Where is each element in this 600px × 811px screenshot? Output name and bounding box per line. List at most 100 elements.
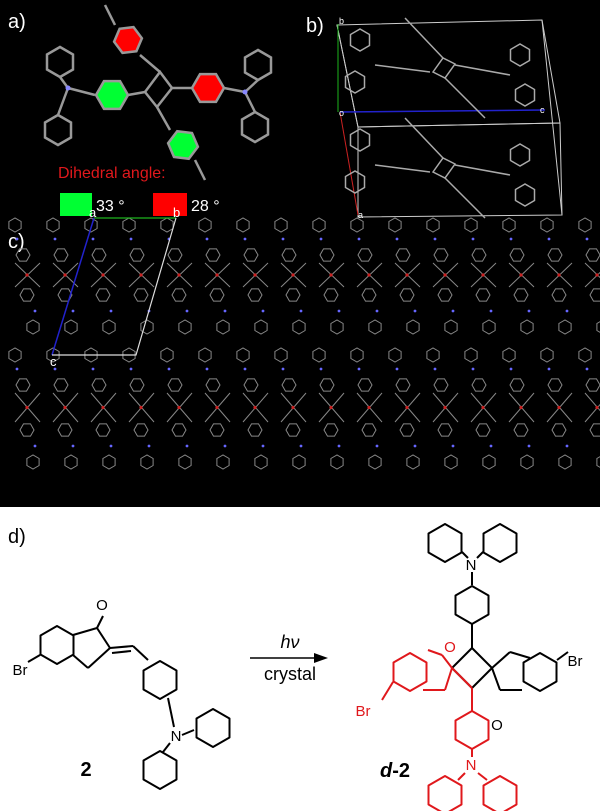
- indanone-bond: [404, 117, 444, 159]
- phenyl-ring: [502, 347, 516, 363]
- phenyl-ring: [292, 319, 306, 335]
- nitrogen-atom: [395, 367, 399, 371]
- bond: [491, 667, 501, 691]
- legend-value-green: 33 °: [96, 198, 125, 215]
- oxygen-atom: [405, 273, 409, 277]
- nitrogen-atom: [433, 237, 437, 241]
- phenyl-ring: [349, 28, 371, 52]
- phenylene-ring: [142, 660, 178, 700]
- phenyl-ring: [43, 113, 73, 147]
- nitrogen-atom: [375, 444, 379, 448]
- oxygen-atom: [25, 273, 29, 277]
- phenyl-ring: [46, 347, 60, 363]
- legend-swatch-red: [153, 193, 187, 216]
- bond: [244, 79, 259, 93]
- nitrogen-atom: [337, 309, 341, 313]
- aryl-ring: [19, 423, 35, 437]
- phenyl-ring: [502, 217, 516, 233]
- bond: [181, 729, 195, 736]
- aryl-ring: [551, 288, 567, 302]
- nitrogen-atom: [205, 237, 209, 241]
- phenyl-ring: [596, 456, 600, 468]
- product-nitrogen-top: N: [466, 557, 477, 574]
- bond: [127, 90, 146, 97]
- aryl-ring-green: [166, 129, 200, 161]
- aryl-bond: [454, 64, 511, 76]
- aryl-ring: [509, 248, 525, 262]
- aryl-ring: [91, 378, 107, 392]
- reactant-nitrogen: N: [171, 728, 182, 745]
- axis-label-c: c: [540, 105, 545, 115]
- a-axis-line: [339, 111, 359, 216]
- nitrogen-atom: [91, 237, 95, 241]
- condition-crystal: crystal: [264, 664, 316, 684]
- phenyl-ring: [198, 347, 212, 363]
- nitrogen-atom: [261, 309, 265, 313]
- phenyl-ring: [482, 454, 496, 470]
- phenyl-ring: [427, 523, 463, 563]
- bond: [441, 654, 453, 669]
- phenyl-ring: [312, 217, 326, 233]
- nitrogen-atom: [547, 367, 551, 371]
- nitrogen-atom: [547, 237, 551, 241]
- aryl-ring: [357, 248, 373, 262]
- oxygen-atom: [595, 273, 599, 277]
- phenyl-ring: [198, 217, 212, 233]
- aryl-ring: [53, 378, 69, 392]
- oxygen-atom: [253, 273, 257, 277]
- c-br-bond: [556, 651, 569, 661]
- cyclobutane: [431, 57, 457, 79]
- product-label-number: -2: [392, 760, 410, 782]
- aryl-bond: [374, 64, 431, 73]
- phenyl-ring: [178, 319, 192, 335]
- indanone-bond: [404, 17, 444, 59]
- aryl-ring: [167, 378, 183, 392]
- oxygen-atom: [177, 273, 181, 277]
- aryl-ring: [53, 248, 69, 262]
- nitrogen-atom: [261, 444, 265, 448]
- crystal-structure-background: [0, 0, 600, 507]
- packed-molecules-b: [344, 17, 536, 219]
- phenyl-ring: [84, 347, 98, 363]
- aryl-ring: [433, 248, 449, 262]
- oxygen-atom: [329, 273, 333, 277]
- phenylene-ring: [454, 585, 490, 625]
- phenyl-ring: [46, 217, 60, 233]
- aryl-ring: [285, 288, 301, 302]
- aryl-ring: [513, 423, 529, 437]
- nitrogen-atom: [319, 367, 323, 371]
- aryl-ring: [243, 378, 259, 392]
- c-axis-line: [339, 109, 546, 113]
- bond: [476, 551, 484, 559]
- nitrogen-atom: [33, 309, 37, 313]
- unit-cell-c: [52, 217, 177, 356]
- nitrogen-atom: [15, 237, 19, 241]
- nitrogen-atom: [91, 367, 95, 371]
- nitrogen-atom: [337, 444, 341, 448]
- nitrogen-atom: [109, 309, 113, 313]
- phenyl-ring: [520, 319, 534, 335]
- phenyl-ring: [596, 321, 600, 333]
- nitrogen-atom: [565, 309, 569, 313]
- aryl-ring: [129, 378, 145, 392]
- nitrogen-atom: [185, 444, 189, 448]
- nitrogen-atom: [489, 309, 493, 313]
- aryl-ring: [19, 288, 35, 302]
- aryl-ring: [285, 423, 301, 437]
- nitrogen-atom: [413, 444, 417, 448]
- aryl-ring: [399, 288, 415, 302]
- oxygen-atom: [367, 273, 371, 277]
- phenyl-ring: [274, 347, 288, 363]
- bromoindanone-benzene: [39, 625, 75, 665]
- phenyl-ring: [349, 128, 371, 152]
- phenyl-ring: [216, 454, 230, 470]
- phenyl-ring: [406, 319, 420, 335]
- red-phenyl-ring: [482, 775, 518, 811]
- phenyl-ring: [578, 217, 592, 233]
- nitrogen-atom: [413, 309, 417, 313]
- aryl-ring: [209, 288, 225, 302]
- phenyl-ring: [160, 347, 174, 363]
- oxygen-atom: [519, 405, 523, 410]
- aryl-ring: [247, 288, 263, 302]
